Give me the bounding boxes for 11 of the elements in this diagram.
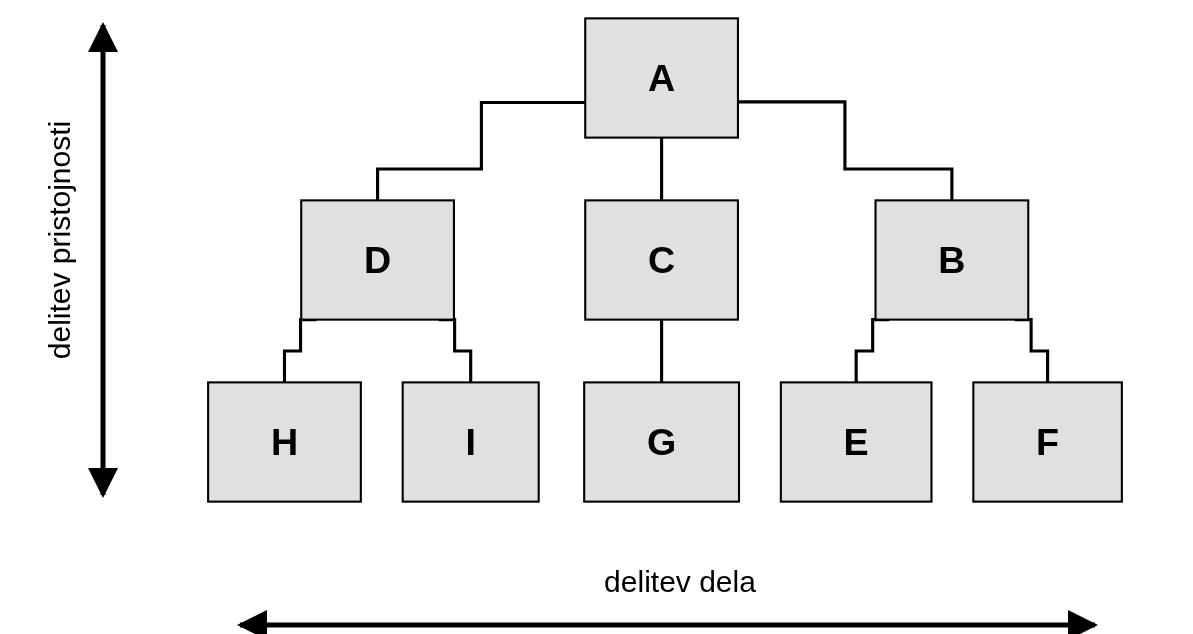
axis-label: delitev pristojnosti: [43, 120, 77, 360]
node-box: E: [779, 381, 933, 503]
axis-label: delitev dela: [604, 565, 756, 599]
node-box: C: [584, 199, 739, 321]
node-box: G: [583, 381, 741, 503]
node-box: I: [401, 381, 540, 503]
node-box: F: [972, 381, 1123, 503]
node-box: D: [300, 199, 455, 321]
node-box: H: [207, 381, 362, 503]
node-box: A: [584, 17, 739, 139]
node-box: B: [874, 199, 1030, 321]
